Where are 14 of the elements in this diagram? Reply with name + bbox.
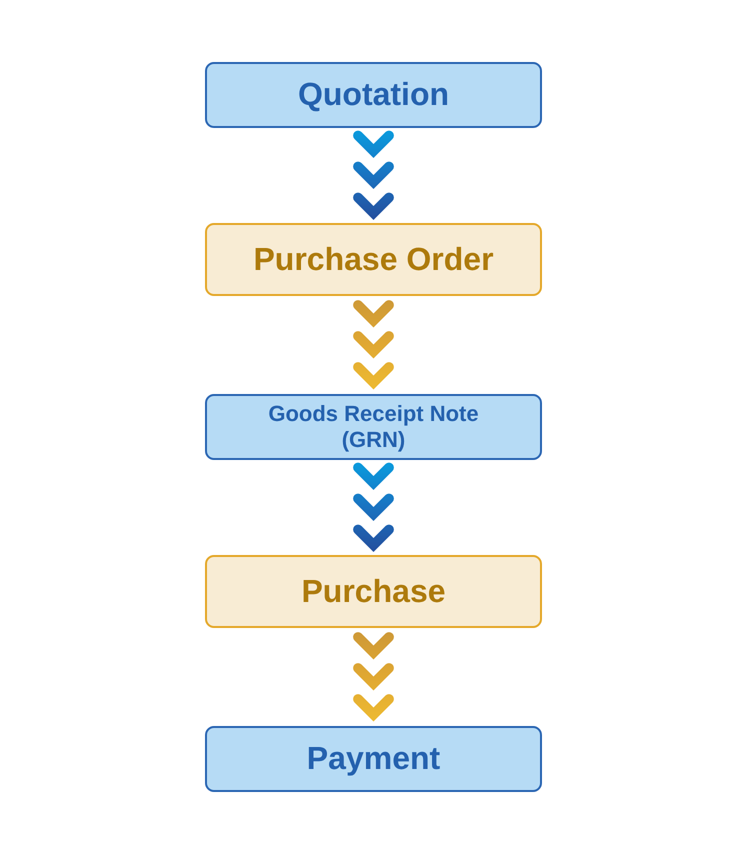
step-label: Purchase Order: [253, 240, 494, 278]
process-box: [205, 394, 542, 460]
step-label: Quotation: [298, 76, 450, 114]
process-box: [205, 62, 542, 128]
chevron-arrow: [353, 130, 394, 220]
process-box: [205, 223, 542, 296]
chevron-arrow: [353, 462, 394, 552]
step-label: Payment: [306, 740, 440, 778]
chevron-arrow: [353, 300, 394, 390]
step-label: Purchase: [301, 572, 446, 610]
chevron-arrow: [353, 632, 394, 722]
process-box: [205, 555, 542, 628]
process-box: [205, 726, 542, 792]
step-label: Goods Receipt Note (GRN): [267, 401, 480, 453]
